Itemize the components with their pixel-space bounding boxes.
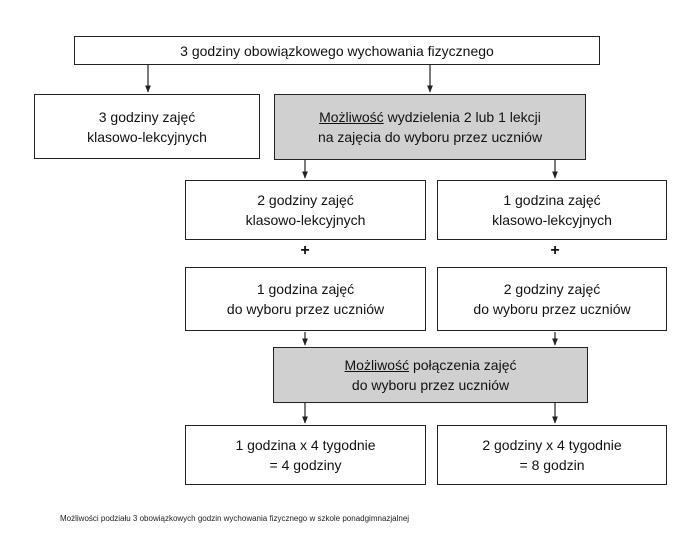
figure-caption: Możliwości podziału 3 obowiązkowych godz…	[60, 514, 410, 523]
plus-sign-right: +	[550, 242, 560, 259]
node-left-main-line1: 3 godziny zajęć	[98, 108, 196, 125]
node-mid-right-bottom-line2: do wyboru przez uczniów	[473, 301, 631, 317]
node-top: 3 godziny obowiązkowego wychowania fizyc…	[74, 36, 600, 65]
node-result-right-line1: 2 godziny x 4 tygodnie	[482, 437, 622, 453]
node-result-right: 2 godziny x 4 tygodnie = 8 godzin	[437, 425, 667, 485]
node-top-text: 3 godziny obowiązkowego wychowania fizyc…	[180, 42, 494, 59]
node-mid-right-bottom: 2 godziny zajęć do wyboru przez uczniów	[437, 267, 667, 331]
option-combine-underlined: Możliwość	[344, 357, 410, 373]
node-mid-left-top: 2 godziny zajęć klasowo-lekcyjnych	[185, 180, 426, 240]
node-option-combine-line2: do wyboru przez uczniów	[351, 377, 510, 393]
node-mid-right-bottom-line1: 2 godziny zajęć	[503, 281, 601, 297]
option-split-rest: wydzielenia 2 lub 1 lekcji	[383, 109, 541, 125]
node-option-split-line1: Możliwość wydzielenia 2 lub 1 lekcji	[319, 107, 541, 127]
node-mid-right-top: 1 godzina zajęć klasowo-lekcyjnych	[437, 180, 667, 240]
node-option-split: Możliwość wydzielenia 2 lub 1 lekcji na …	[274, 94, 586, 160]
option-combine-rest: połączenia zajęć	[409, 357, 517, 373]
node-mid-right-top-line1: 1 godzina zajęć	[503, 192, 601, 208]
node-result-left-line2: = 4 godziny	[269, 457, 342, 473]
node-result-right-line2: = 8 godzin	[519, 457, 585, 473]
node-option-split-line2: na zajęcia do wyboru przez uczniów	[317, 129, 543, 145]
node-result-left-line1: 1 godzina x 4 tygodnie	[235, 437, 376, 453]
option-split-underlined: Możliwość	[319, 109, 384, 125]
plus-sign-left: +	[300, 242, 310, 259]
node-mid-right-top-line2: klasowo-lekcyjnych	[492, 212, 612, 228]
node-mid-left-top-line1: 2 godziny zajęć	[257, 192, 354, 208]
node-option-combine-line1: Możliwość połączenia zajęć	[345, 355, 517, 375]
node-option-combine: Możliwość połączenia zajęć do wyboru prz…	[273, 347, 588, 403]
node-mid-left-top-line2: klasowo-lekcyjnych	[245, 212, 366, 228]
node-left-main: 3 godziny zajęć klasowo-lekcyjnych	[34, 94, 260, 159]
node-mid-left-bottom-line1: 1 godzina zajęć	[256, 281, 355, 297]
node-mid-left-bottom-line2: do wyboru przez uczniów	[226, 301, 385, 317]
node-mid-left-bottom: 1 godzina zajęć do wyboru przez uczniów	[185, 267, 426, 331]
node-result-left: 1 godzina x 4 tygodnie = 4 godziny	[185, 425, 426, 485]
node-left-main-line2: klasowo-lekcyjnych	[87, 128, 207, 145]
